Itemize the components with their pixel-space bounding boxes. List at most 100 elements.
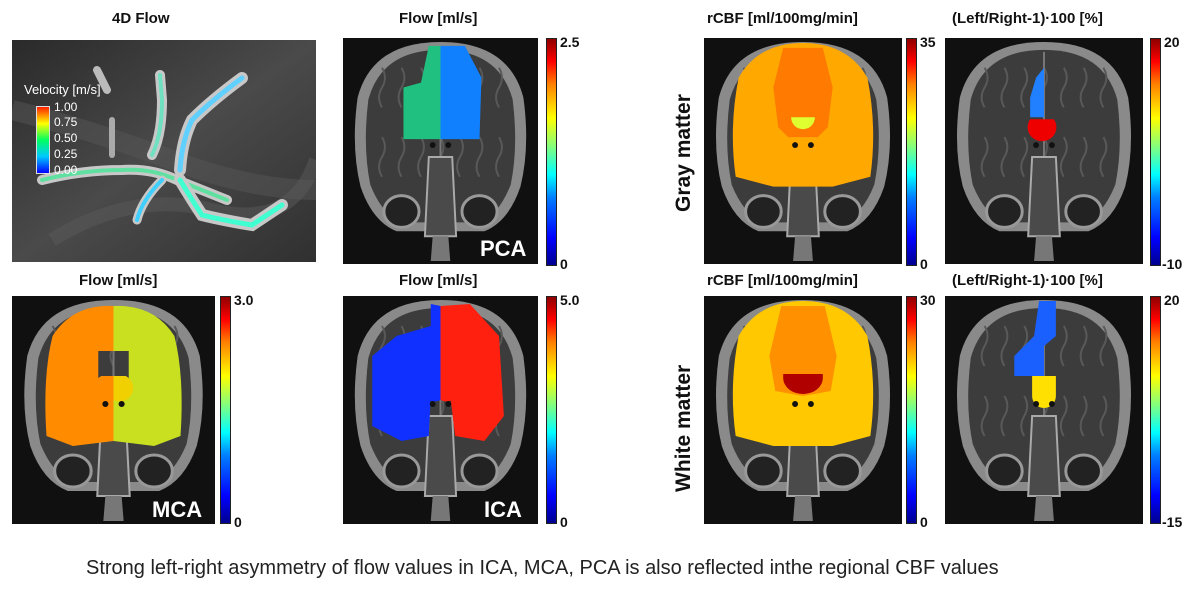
vessel-dot: [102, 401, 109, 407]
region-gm-cbf-center: [791, 117, 815, 130]
vessel-dot: [807, 401, 814, 407]
panel-gm-rcbf: [704, 38, 902, 264]
panel-gm-asymmetry: [945, 38, 1143, 264]
orbit-right: [460, 453, 499, 489]
sulcus-texture: [1059, 395, 1068, 437]
colorbar-gm-asymmetry: [1150, 38, 1161, 266]
region-mca-center-right: [113, 376, 134, 402]
brain-image: [24, 300, 203, 521]
sulcus-texture: [980, 67, 989, 108]
sulcus-texture: [475, 136, 484, 178]
colorbar-ica-min: 0: [560, 514, 568, 530]
velocity-tick: 0.50: [54, 131, 78, 145]
colorbar-mca-max: 3.0: [234, 292, 254, 308]
colorbar-gm-asymmetry-min: -10: [1162, 256, 1183, 272]
sulcus-texture: [1079, 325, 1088, 367]
colorbar-gm-rcbf-max: 35: [920, 34, 936, 50]
panel-pca: [343, 38, 538, 264]
nasal-region: [430, 236, 451, 262]
sulcus-texture: [397, 136, 406, 178]
sulcus-texture: [495, 67, 503, 108]
colorbar-ica: [546, 296, 557, 524]
brain-image: [715, 41, 891, 262]
panel-ica: [343, 296, 538, 524]
velocity-legend-title: Velocity [m/s]: [24, 82, 101, 97]
region-gm-asym-lower: [1027, 119, 1057, 142]
colorbar-wm-rcbf: [906, 296, 917, 524]
colorbar-wm-asymmetry-max: 20: [1164, 292, 1180, 308]
sulcus-texture: [980, 136, 989, 178]
colorbar-mca-min: 0: [234, 514, 242, 530]
nasal-region: [1034, 496, 1054, 521]
vessel-dot: [792, 401, 799, 407]
orbit-right: [1064, 453, 1103, 489]
colorbar-wm-asymmetry-min: -15: [1162, 514, 1183, 530]
vessel-dot: [118, 401, 125, 407]
sulcus-texture: [1059, 67, 1068, 108]
title-4d-flow: 4D Flow: [112, 10, 170, 27]
region-mca-left: [45, 305, 114, 446]
sulcus-texture: [980, 325, 989, 367]
brain-image: [354, 41, 527, 262]
velocity-colorbar: [36, 106, 50, 174]
brain-image: [354, 300, 527, 521]
colorbar-gm-rcbf-min: 0: [920, 256, 928, 272]
brainstem: [423, 415, 458, 497]
nasal-region: [430, 496, 451, 521]
sulcus-texture: [1059, 325, 1068, 367]
orbit-right: [823, 453, 862, 489]
sulcus-texture: [1020, 395, 1029, 437]
orbit-right: [134, 453, 174, 489]
brainstem: [423, 155, 458, 238]
colorbar-gm-asymmetry-max: 20: [1164, 34, 1180, 50]
sulcus-texture: [1000, 395, 1009, 437]
panel-mca: [12, 296, 215, 524]
sulcus-texture: [1099, 325, 1108, 367]
vessel-dot: [807, 142, 814, 149]
colorbar-gm-rcbf: [906, 38, 917, 266]
orbit-right: [823, 194, 862, 229]
orbit-left: [382, 453, 421, 489]
region-ica-center-right: [440, 376, 460, 402]
orbit-left: [744, 194, 783, 229]
region-wm-asym-lower: [1032, 376, 1056, 408]
region-mca-center-left: [93, 376, 114, 402]
vessel-dot: [445, 142, 452, 149]
velocity-tick: 0.00: [54, 163, 78, 177]
velocity-tick: 1.00: [54, 100, 78, 114]
panel-wm-asymmetry: [945, 296, 1143, 524]
vessel-dot: [1048, 401, 1055, 407]
region-pca-left: [403, 45, 441, 140]
row-label-gray-matter: Gray matter: [672, 94, 695, 212]
sulcus-texture: [1000, 136, 1009, 178]
brain-image: [715, 300, 891, 521]
sulcus-texture: [1099, 136, 1108, 178]
title-ica-flow: Flow [ml/s]: [399, 272, 478, 289]
region-ica-right: [440, 304, 504, 441]
panel-4d-flow: Velocity [m/s] 1.00 0.75 0.50 0.25 0.00: [12, 40, 316, 262]
nasal-region: [103, 496, 124, 521]
colorbar-ica-max: 5.0: [560, 292, 580, 308]
sulcus-texture: [1079, 67, 1088, 108]
region-mca-right: [113, 305, 182, 446]
row-label-white-matter: White matter: [672, 364, 695, 492]
region-ica-center-left: [421, 376, 441, 402]
vessel-dot: [1033, 142, 1040, 149]
colorbar-pca-max: 2.5: [560, 34, 580, 50]
brain-image: [956, 41, 1132, 262]
brain-image: [956, 300, 1132, 521]
label-mca: MCA: [152, 497, 203, 522]
region-wm-cbf-center: [783, 374, 823, 394]
sulcus-texture: [1059, 136, 1068, 178]
sulcus-texture: [397, 67, 406, 108]
colorbar-mca: [220, 296, 231, 524]
sulcus-texture: [980, 395, 989, 437]
sulcus-texture: [1079, 136, 1088, 178]
title-mca-flow: Flow [ml/s]: [79, 272, 158, 289]
colorbar-wm-rcbf-min: 0: [920, 514, 928, 530]
nasal-region: [793, 496, 813, 521]
brainstem: [1027, 415, 1061, 497]
panel-wm-rcbf: [704, 296, 902, 524]
sulcus-texture: [1099, 395, 1108, 437]
nasal-region: [1034, 236, 1054, 262]
